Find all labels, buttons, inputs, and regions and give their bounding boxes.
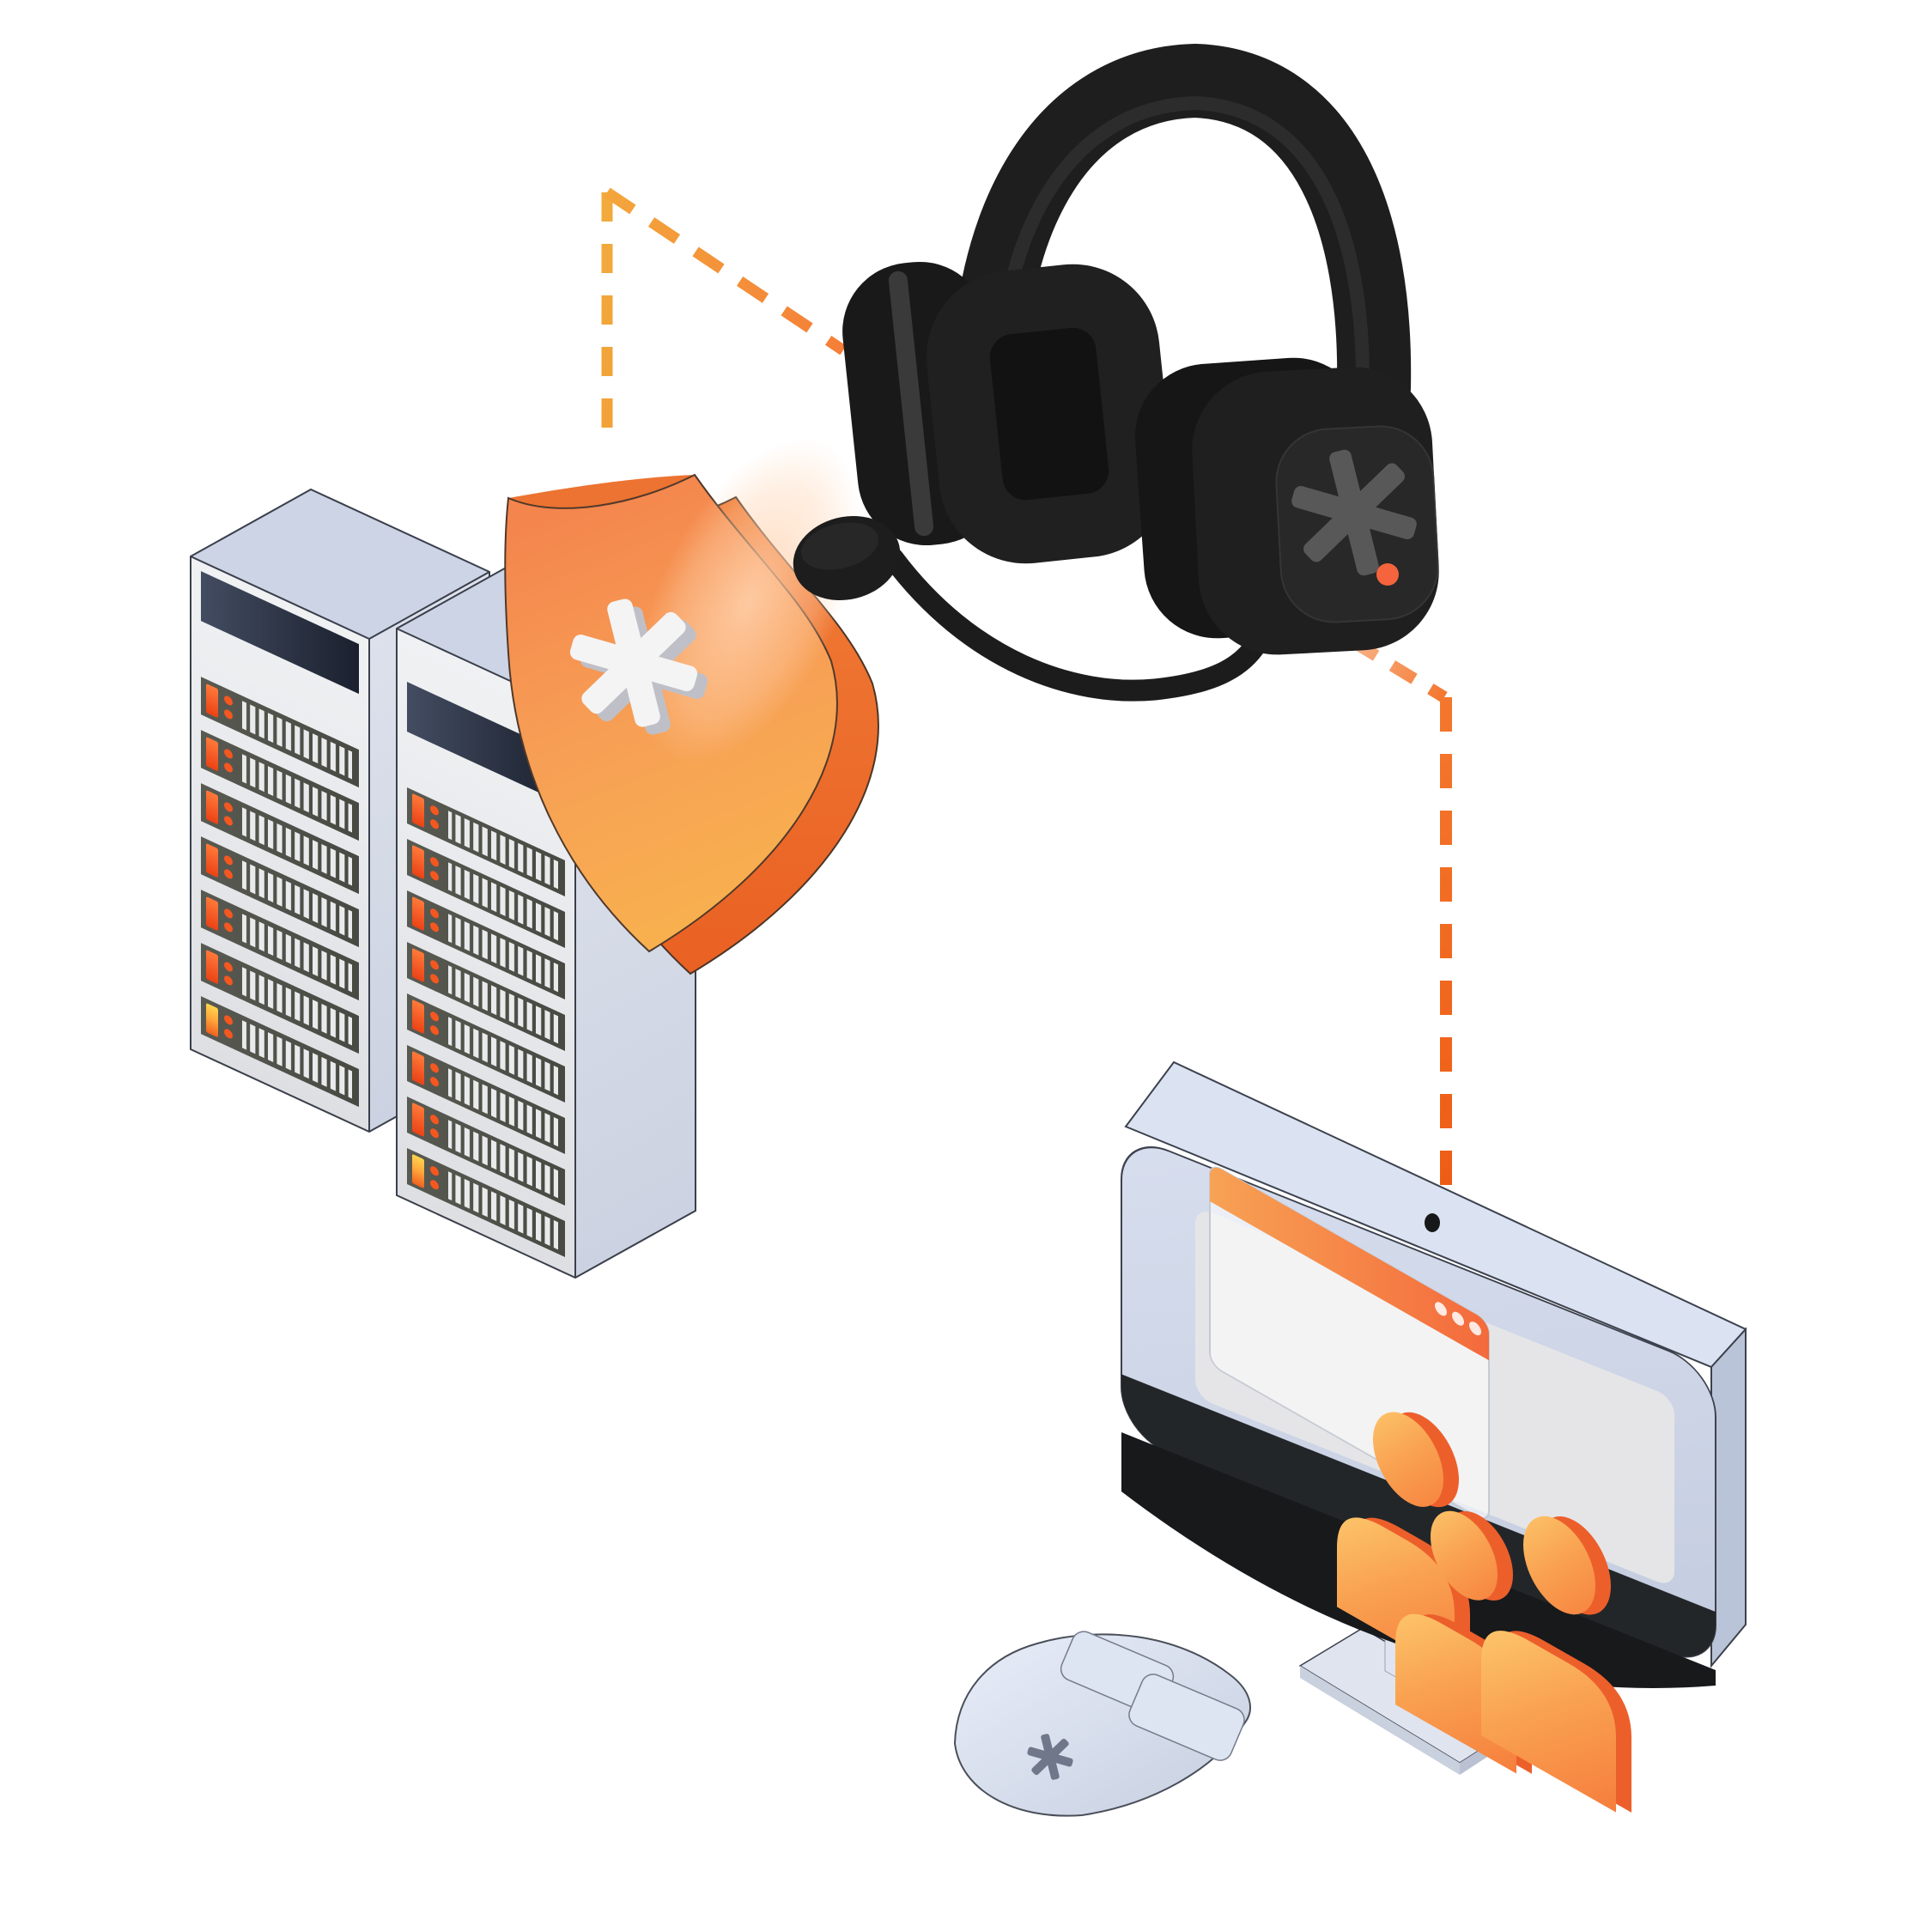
- headset-left-cushion-stripe: [888, 270, 934, 537]
- titlebar-dot: [1452, 1311, 1464, 1326]
- server-right-front-face: [397, 628, 575, 1278]
- headset-asterisk-icon: [1291, 449, 1417, 576]
- server-unit-row-amber: [407, 1148, 565, 1258]
- workstation-monitor: [1121, 1060, 1747, 1813]
- titlebar-dot: [1469, 1321, 1481, 1336]
- headset-status-led: [1376, 563, 1399, 586]
- mouse-button-right: [1128, 1674, 1245, 1761]
- server-left-rows: [201, 677, 359, 1108]
- server-unit-row: [407, 1097, 565, 1206]
- server-left-front-face: [191, 556, 369, 1132]
- headset-band: [950, 43, 1412, 440]
- server-unit-row: [407, 942, 565, 1052]
- mic-capsule-top: [800, 522, 879, 570]
- mouse-asterisk-icon: [1027, 1734, 1073, 1780]
- server-left-vent-band: [201, 571, 359, 695]
- server-unit-row: [201, 783, 359, 895]
- mouse: [953, 1631, 1251, 1817]
- shield-asterisk-icon: [569, 598, 698, 727]
- person-icon: [1481, 1516, 1631, 1813]
- shield-top-surface: [508, 475, 695, 508]
- server-unit-row: [201, 943, 359, 1054]
- server-right-vent-band: [407, 682, 565, 805]
- webcam-icon: [1425, 1213, 1440, 1232]
- server-right-rows: [407, 787, 565, 1258]
- server-left-top-face: [191, 489, 489, 639]
- headset-left-earcup-ring: [926, 264, 1173, 564]
- mouse-body: [953, 1633, 1251, 1817]
- server-unit-row: [407, 787, 565, 897]
- connector-a-diagonal: [604, 187, 847, 355]
- headset: [793, 43, 1439, 702]
- connector-b-diagonal: [1351, 637, 1448, 702]
- headset-band-highlight: [991, 95, 1370, 410]
- server-unit-row: [201, 890, 359, 1001]
- server-unit-row-amber: [201, 996, 359, 1108]
- mic-boom: [882, 547, 1267, 702]
- connector-headset-monitor: [1351, 637, 1452, 1195]
- titlebar-dot: [1435, 1302, 1447, 1316]
- security-shield: [504, 438, 879, 975]
- video-call-participants: [1337, 1412, 1631, 1813]
- connector-servers-headset: [601, 187, 847, 434]
- server-unit-row: [407, 839, 565, 949]
- server-unit-row: [407, 890, 565, 1000]
- server-unit-row: [201, 836, 359, 948]
- server-unit-row: [201, 677, 359, 788]
- server-unit-row: [201, 730, 359, 841]
- server-unit-row: [407, 993, 565, 1103]
- server-unit-row: [407, 1045, 565, 1155]
